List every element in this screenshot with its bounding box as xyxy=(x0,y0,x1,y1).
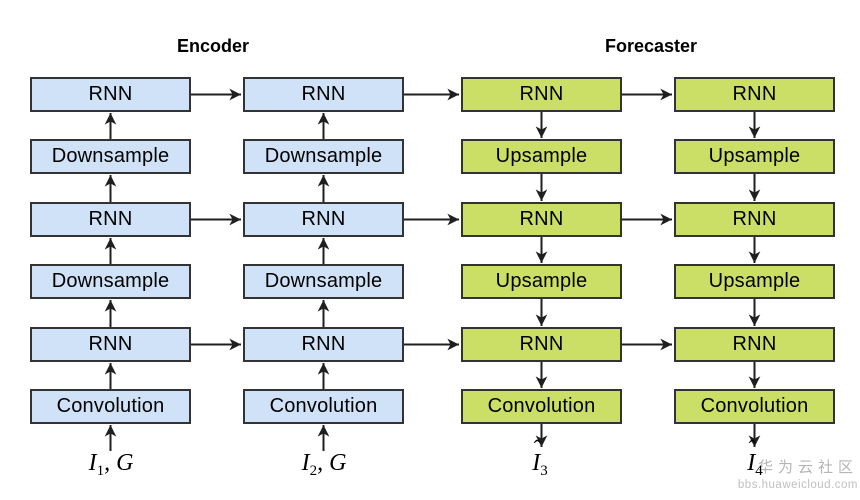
forecaster-col3-block-rnn-middle: RNN xyxy=(461,202,622,237)
forecaster-col3-block-upsample-upper: Upsample xyxy=(461,139,622,174)
encoder-col2-block-rnn-bottom: RNN xyxy=(243,327,404,362)
forecaster-col4-block-upsample-lower: Upsample xyxy=(674,264,835,299)
watermark: 华为云社区 bbs.huaweicloud.com xyxy=(738,459,858,492)
input-label-i1-g: I1, G xyxy=(88,450,134,479)
forecaster-col3-block-rnn-bottom: RNN xyxy=(461,327,622,362)
encoder-title: Encoder xyxy=(176,36,250,56)
hat-accent: ˆ xyxy=(748,435,756,460)
forecaster-col3-block-rnn-top: RNN xyxy=(461,77,622,112)
encoder-col1-block-convolution: Convolution xyxy=(30,389,191,424)
forecaster-col4-block-rnn-top: RNN xyxy=(674,77,835,112)
watermark-url: bbs.huaweicloud.com xyxy=(737,478,858,491)
forecaster-title: Forecaster xyxy=(604,36,698,56)
encoder-col2-block-rnn-middle: RNN xyxy=(243,202,404,237)
encoder-col2-block-downsample-lower: Downsample xyxy=(243,264,404,299)
encoder-col1-block-rnn-top: RNN xyxy=(30,77,191,112)
forecaster-col3-block-upsample-lower: Upsample xyxy=(461,264,622,299)
forecaster-col4-block-upsample-upper: Upsample xyxy=(674,139,835,174)
encoder-col2-block-downsample-upper: Downsample xyxy=(243,139,404,174)
encoder-col1-block-downsample-lower: Downsample xyxy=(30,264,191,299)
watermark-text: 华为云社区 xyxy=(757,458,858,476)
forecaster-col4-block-rnn-middle: RNN xyxy=(674,202,835,237)
forecaster-col3-block-convolution: Convolution xyxy=(461,389,622,424)
forecaster-col4-block-convolution: Convolution xyxy=(674,389,835,424)
forecaster-col4-block-rnn-bottom: RNN xyxy=(674,327,835,362)
encoder-col1-block-rnn-middle: RNN xyxy=(30,202,191,237)
encoder-col2-block-rnn-top: RNN xyxy=(243,77,404,112)
encoder-col1-block-rnn-bottom: RNN xyxy=(30,327,191,362)
encoder-col2-block-convolution: Convolution xyxy=(243,389,404,424)
input-label-i2-g: I2, G xyxy=(301,450,347,479)
hat-accent: ˆ xyxy=(533,435,541,460)
encoder-col1-block-downsample-upper: Downsample xyxy=(30,139,191,174)
